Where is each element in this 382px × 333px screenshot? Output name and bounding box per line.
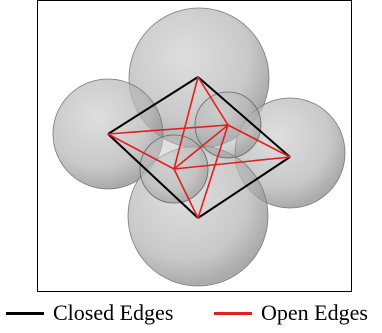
closed-edge — [107, 133, 199, 219]
closed-edge — [197, 76, 291, 158]
closed-edges-label: Closed Edges — [53, 300, 174, 325]
open-edge — [197, 124, 229, 219]
open-edge — [173, 124, 229, 170]
open-edge — [107, 124, 229, 135]
diagram-frame — [37, 0, 352, 292]
closed-edges-swatch — [6, 311, 44, 315]
octahedron-sphere-diagram — [52, 7, 346, 287]
open-edge — [197, 76, 229, 126]
open-edge — [227, 124, 291, 158]
open-edges-label: Open Edges — [261, 300, 368, 325]
legend-open-edges: Open Edges — [214, 296, 368, 330]
closed-edge — [197, 156, 291, 219]
spheres-group — [52, 7, 346, 287]
closed-edge — [107, 76, 199, 135]
open-edges-swatch — [214, 311, 252, 315]
closed-edges-group — [107, 76, 291, 219]
open-edge — [107, 133, 175, 170]
open-edge — [173, 168, 199, 219]
open-edges-group — [107, 76, 291, 219]
open-edge — [173, 76, 199, 170]
open-edge — [173, 156, 291, 170]
legend-closed-edges: Closed Edges — [6, 296, 173, 330]
